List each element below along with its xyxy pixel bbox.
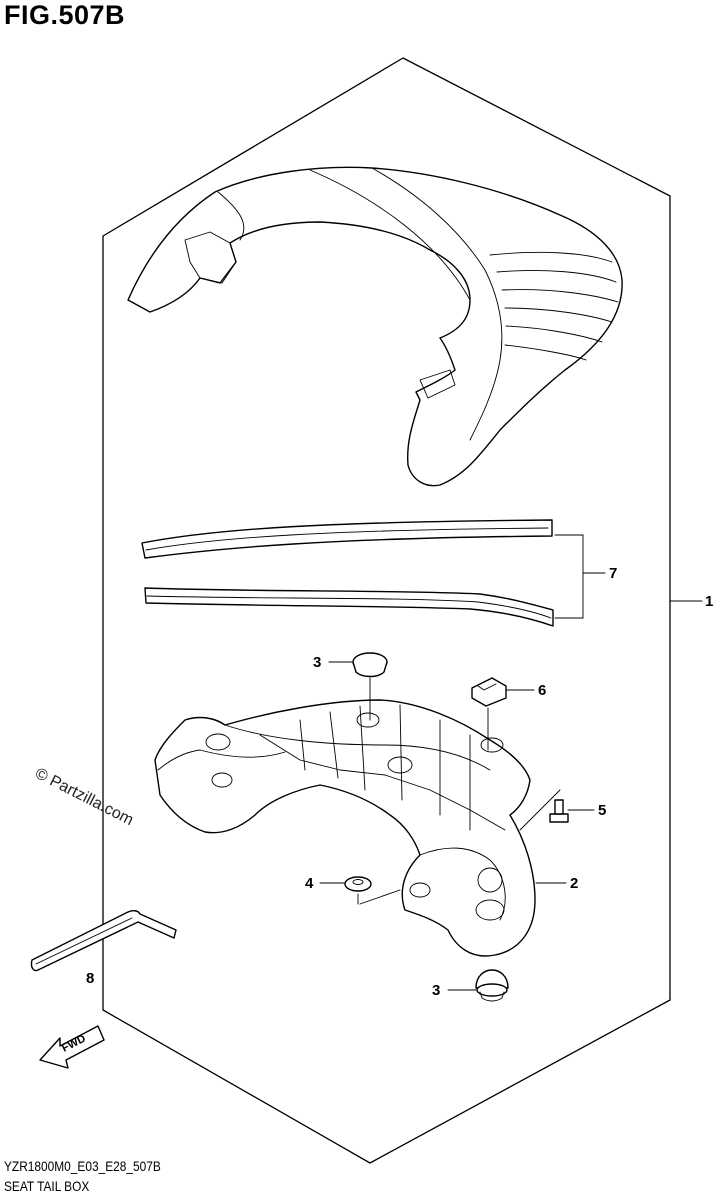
callout-8: 8 bbox=[86, 970, 94, 987]
clip-nut[interactable] bbox=[471, 677, 507, 751]
callout-3-bottom: 3 bbox=[432, 982, 440, 999]
callout-5: 5 bbox=[598, 802, 606, 819]
hex-wrench[interactable] bbox=[30, 909, 177, 972]
callout-4: 4 bbox=[305, 875, 314, 892]
figure-title: FIG.507B bbox=[4, 0, 126, 30]
forward-arrow-icon: FWD bbox=[39, 1025, 105, 1069]
callout-7: 7 bbox=[609, 565, 617, 582]
callout-3-top: 3 bbox=[313, 654, 321, 671]
tail-box-bracket[interactable] bbox=[154, 699, 536, 957]
assembly-boundary bbox=[102, 57, 671, 1164]
figure-name: SEAT TAIL BOX bbox=[4, 1178, 90, 1194]
seat-tail-cover[interactable] bbox=[127, 166, 623, 487]
grommet-bottom[interactable] bbox=[475, 969, 509, 1002]
seal-strips[interactable] bbox=[141, 519, 554, 627]
callout-1: 1 bbox=[705, 593, 713, 610]
screw[interactable] bbox=[519, 789, 569, 831]
callout-2: 2 bbox=[570, 875, 578, 892]
leader-lines bbox=[319, 534, 703, 991]
damper[interactable] bbox=[344, 876, 401, 905]
grommet-top[interactable] bbox=[352, 652, 388, 721]
model-code: YZR1800M0_E03_E28_507B bbox=[4, 1158, 161, 1174]
callout-6: 6 bbox=[538, 682, 546, 699]
